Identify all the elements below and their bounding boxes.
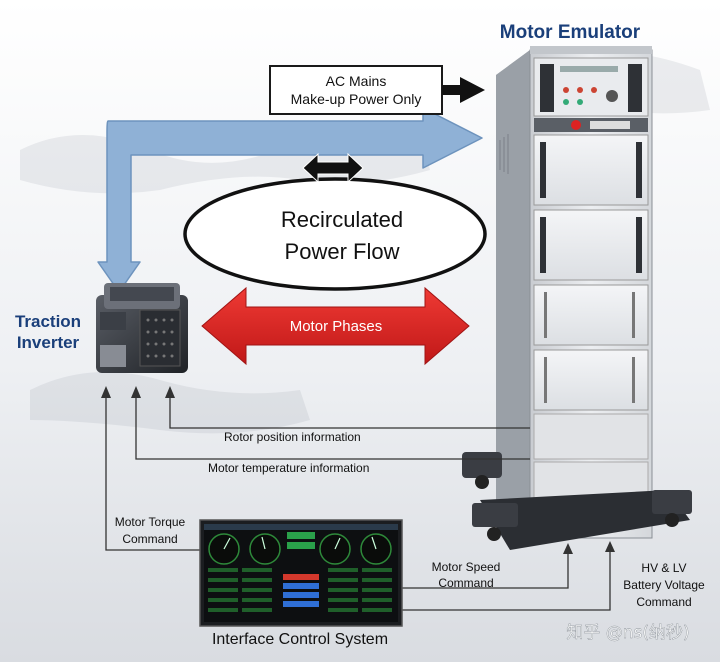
- hv-lv-label-line1: HV & LV: [641, 561, 686, 575]
- traction-inverter-title-line2: Inverter: [17, 333, 80, 352]
- power-flow-arrow: [97, 107, 483, 293]
- recirculated-ellipse: [183, 177, 487, 291]
- motor-speed-label-line2: Command: [438, 576, 493, 590]
- recirculated-label-line2: Power Flow: [285, 239, 400, 264]
- interface-control-screen: [199, 519, 403, 627]
- recirculated-label-line1: Recirculated: [281, 207, 403, 232]
- ac-mains-label-line1: AC Mains: [326, 73, 387, 89]
- motor-phases-label: Motor Phases: [290, 318, 383, 335]
- signal-lines: [105, 395, 611, 611]
- motor-speed-line: [400, 552, 569, 589]
- interface-control-title: Interface Control System: [212, 631, 388, 648]
- recirculation-double-arrow: [302, 152, 364, 184]
- ac-mains-arrow: [442, 77, 485, 103]
- motor-torque-line: [105, 395, 202, 551]
- motor-phases-arrow: [201, 286, 470, 366]
- watermark-text: 知乎 @ns(纳秒): [566, 623, 689, 643]
- motor-torque-label-line2: Command: [122, 532, 177, 546]
- motor-temperature-line: [135, 395, 530, 460]
- hv-lv-label-line3: Command: [636, 595, 691, 609]
- motor-emulator-rack: [462, 46, 692, 550]
- motor-emulator-title: Motor Emulator: [500, 22, 641, 43]
- traction-inverter-unit: [96, 283, 188, 373]
- motor-speed-label-line1: Motor Speed: [432, 560, 501, 574]
- signal-arrowheads: [101, 386, 615, 554]
- hv-lv-label-line2: Battery Voltage: [623, 578, 705, 592]
- traction-inverter-title-line1: Traction: [15, 312, 81, 331]
- rotor-position-line: [169, 395, 530, 429]
- motor-temperature-label: Motor temperature information: [208, 461, 369, 475]
- motor-torque-label-line1: Motor Torque: [115, 515, 186, 529]
- ac-mains-label-line2: Make-up Power Only: [291, 91, 422, 107]
- hv-lv-line: [400, 550, 611, 611]
- rotor-position-label: Rotor position information: [224, 430, 361, 444]
